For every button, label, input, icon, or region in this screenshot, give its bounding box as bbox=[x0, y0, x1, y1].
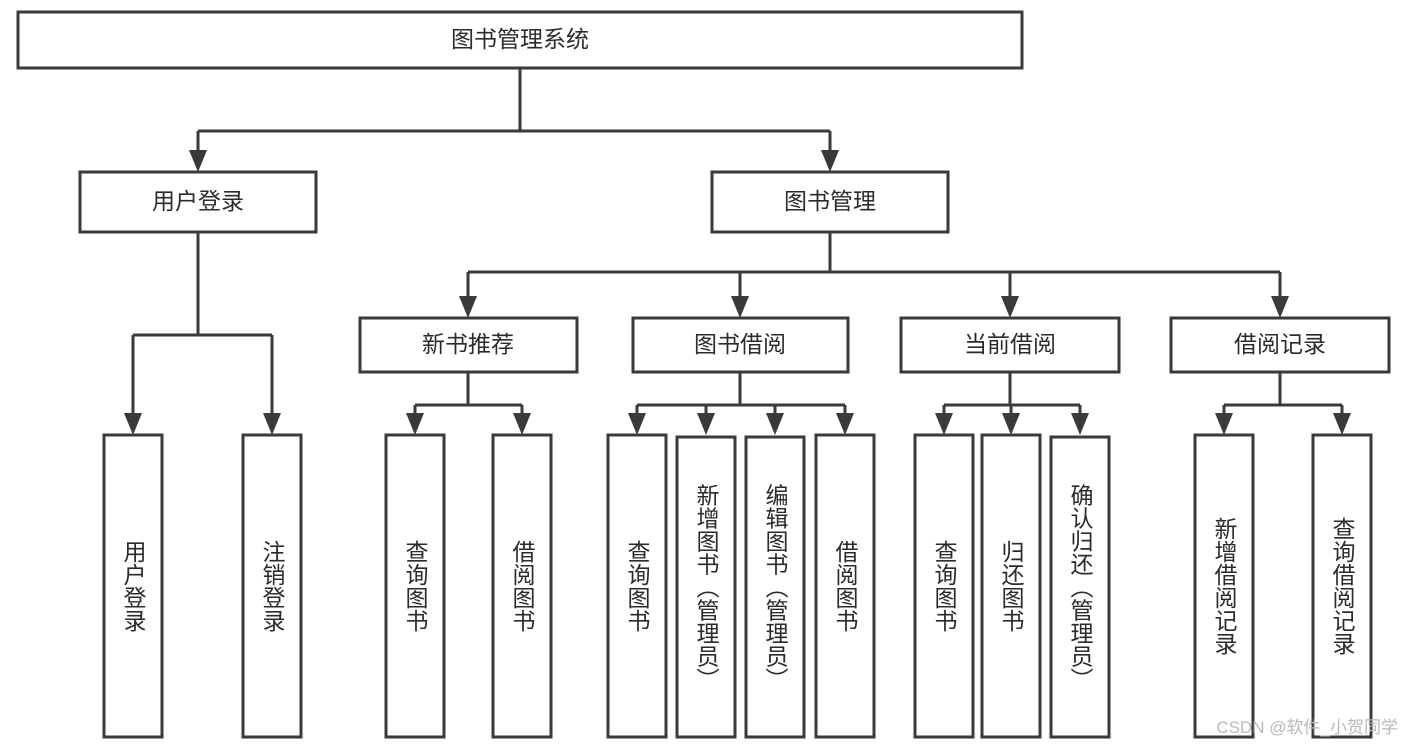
leaf-borrow-borrow-book-box bbox=[814, 433, 876, 739]
node-root-label: 图书管理系统 bbox=[451, 26, 589, 52]
arrow-head-borrow-leaf-2 bbox=[697, 413, 715, 435]
node-book-borrow[interactable]: 图书借阅 bbox=[631, 316, 850, 374]
arrow-head-current-leaf-1 bbox=[935, 413, 953, 435]
node-new-book-recommend-box bbox=[358, 316, 579, 374]
leaf-current-confirm-return-admin[interactable]: 确认归还（管理员） bbox=[1049, 435, 1111, 739]
arrow-head-book-manage bbox=[821, 150, 839, 172]
leaf-current-search-book[interactable]: 查询图书 bbox=[913, 433, 975, 739]
arrow-head-records bbox=[1271, 296, 1289, 318]
node-new-book-recommend-label: 新书推荐 bbox=[422, 331, 514, 357]
leaf-logout[interactable]: 注销登录 bbox=[241, 433, 303, 739]
node-new-book-recommend[interactable]: 新书推荐 bbox=[358, 316, 579, 374]
node-user-login-box bbox=[78, 170, 318, 234]
leaf-borrow-add-book-admin-label: 新增图书（管理员） bbox=[693, 484, 720, 691]
leaf-borrow-search-book-label: 查询图书 bbox=[624, 540, 651, 632]
leaf-current-search-book-box bbox=[913, 433, 975, 739]
leaf-records-add-record[interactable]: 新增借阅记录 bbox=[1193, 433, 1255, 739]
leaf-current-confirm-return-admin-box bbox=[1049, 435, 1111, 739]
arrow-head-current-leaf-3 bbox=[1071, 413, 1089, 435]
arrow-head-records-leaf-2 bbox=[1333, 413, 1351, 435]
node-current-borrow[interactable]: 当前借阅 bbox=[899, 316, 1121, 374]
leaf-records-add-record-box bbox=[1193, 433, 1255, 739]
arrow-head-user-login bbox=[189, 150, 207, 172]
arrow-head-borrow-leaf-3 bbox=[766, 413, 784, 435]
leaf-borrow-search-book-box bbox=[606, 433, 668, 739]
leaf-records-search-record[interactable]: 查询借阅记录 bbox=[1311, 433, 1373, 739]
node-book-borrow-label: 图书借阅 bbox=[694, 331, 786, 357]
node-book-management[interactable]: 图书管理 bbox=[710, 170, 950, 234]
leaf-newbook-search-book-box bbox=[384, 433, 446, 739]
leaf-current-return-book-box bbox=[980, 433, 1042, 739]
node-book-borrow-box bbox=[631, 316, 850, 374]
leaf-borrow-add-book-admin[interactable]: 新增图书（管理员） bbox=[675, 435, 737, 739]
node-user-login[interactable]: 用户登录 bbox=[78, 170, 318, 234]
leaf-borrow-borrow-book-label: 借阅图书 bbox=[832, 540, 859, 632]
leaf-user-login[interactable]: 用户登录 bbox=[102, 433, 164, 739]
leaf-borrow-edit-book-admin-label: 编辑图书（管理员） bbox=[762, 484, 789, 691]
leaf-newbook-borrow-book[interactable]: 借阅图书 bbox=[491, 433, 553, 739]
leaf-logout-label: 注销登录 bbox=[259, 540, 286, 632]
csdn-watermark: CSDN @软件_小贺同学 bbox=[1216, 718, 1398, 737]
leaf-newbook-borrow-book-label: 借阅图书 bbox=[509, 540, 536, 632]
leaf-borrow-edit-book-admin-box bbox=[744, 435, 806, 739]
arrow-head-current-leaf-2 bbox=[1002, 413, 1020, 435]
leaf-logout-box bbox=[241, 433, 303, 739]
node-borrow-records[interactable]: 借阅记录 bbox=[1169, 316, 1391, 374]
node-root-box bbox=[16, 10, 1024, 70]
arrow-head-leaf-logout bbox=[263, 413, 281, 435]
arrow-head-newbook bbox=[459, 296, 477, 318]
leaf-records-search-record-box bbox=[1311, 433, 1373, 739]
arrow-head-newbook-leaf-2 bbox=[513, 413, 531, 435]
leaf-records-add-record-label: 新增借阅记录 bbox=[1211, 517, 1238, 655]
leaf-borrow-borrow-book[interactable]: 借阅图书 bbox=[814, 433, 876, 739]
arrow-head-records-leaf-1 bbox=[1215, 413, 1233, 435]
connector-layer bbox=[124, 68, 1351, 435]
leaf-borrow-search-book[interactable]: 查询图书 bbox=[606, 433, 668, 739]
arrow-head-leaf-user-login bbox=[124, 413, 142, 435]
node-book-management-box bbox=[710, 170, 950, 234]
arrow-head-borrow bbox=[731, 296, 749, 318]
node-book-management-label: 图书管理 bbox=[784, 188, 876, 214]
leaf-newbook-search-book-label: 查询图书 bbox=[402, 540, 429, 632]
leaf-current-return-book[interactable]: 归还图书 bbox=[980, 433, 1042, 739]
leaf-current-return-book-label: 归还图书 bbox=[998, 540, 1025, 632]
leaf-records-search-record-label: 查询借阅记录 bbox=[1329, 517, 1356, 655]
node-current-borrow-label: 当前借阅 bbox=[964, 331, 1056, 357]
leaf-current-confirm-return-admin-label: 确认归还（管理员） bbox=[1067, 484, 1094, 691]
arrow-head-newbook-leaf-1 bbox=[406, 413, 424, 435]
leaf-newbook-borrow-book-box bbox=[491, 433, 553, 739]
arrow-head-borrow-leaf-4 bbox=[836, 413, 854, 435]
leaf-current-search-book-label: 查询图书 bbox=[931, 540, 958, 632]
arrow-head-borrow-leaf-1 bbox=[628, 413, 646, 435]
leaf-user-login-box bbox=[102, 433, 164, 739]
node-borrow-records-box bbox=[1169, 316, 1391, 374]
arrow-head-current bbox=[1001, 296, 1019, 318]
node-current-borrow-box bbox=[899, 316, 1121, 374]
node-user-login-label: 用户登录 bbox=[152, 188, 244, 214]
node-borrow-records-label: 借阅记录 bbox=[1234, 331, 1326, 357]
node-root-system[interactable]: 图书管理系统 bbox=[16, 10, 1024, 70]
leaf-user-login-label: 用户登录 bbox=[120, 540, 147, 632]
leaf-borrow-edit-book-admin[interactable]: 编辑图书（管理员） bbox=[744, 435, 806, 739]
leaf-borrow-add-book-admin-box bbox=[675, 435, 737, 739]
leaf-newbook-search-book[interactable]: 查询图书 bbox=[384, 433, 446, 739]
